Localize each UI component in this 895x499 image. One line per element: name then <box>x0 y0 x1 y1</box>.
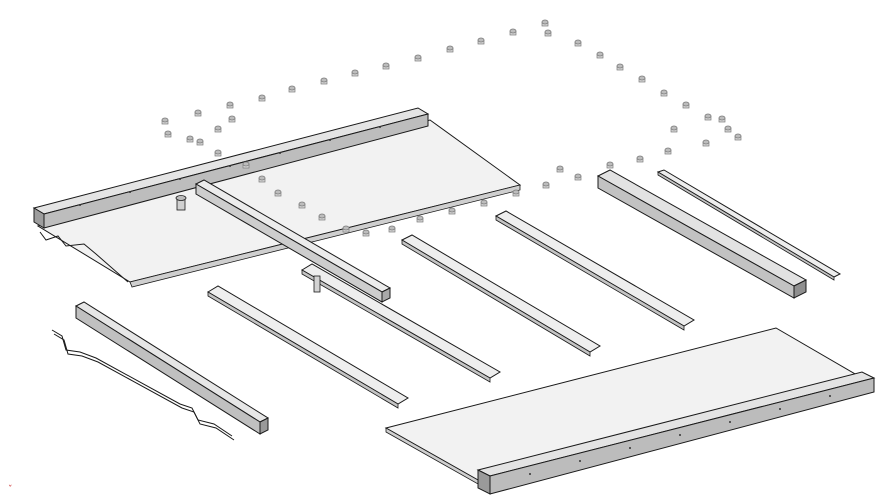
fastener-nut <box>414 54 422 62</box>
fastener-nut <box>242 161 250 169</box>
fastener-nut <box>542 181 550 189</box>
fastener-nut <box>196 138 204 146</box>
fastener-nut <box>164 130 172 138</box>
fastener-nut <box>214 125 222 133</box>
fastener-nut <box>351 69 359 77</box>
top-left-side-rail <box>32 107 430 229</box>
slat-with-bracket <box>301 263 501 383</box>
fastener-nut <box>512 189 520 197</box>
fastener-nut <box>161 117 169 125</box>
fastener-nut <box>596 51 604 59</box>
fastener-nut <box>670 125 678 133</box>
fastener-nut <box>480 199 488 207</box>
fastener-nut <box>660 89 668 97</box>
fastener-nut <box>318 213 326 221</box>
fastener-nut <box>446 45 454 53</box>
fastener-nut <box>214 149 222 157</box>
fastener-nut <box>382 62 390 70</box>
fastener-nut <box>362 229 370 237</box>
fastener-nut <box>288 85 296 93</box>
fastener-nut <box>636 155 644 163</box>
fastener-nut <box>574 39 582 47</box>
fastener-nut <box>226 101 234 109</box>
slat-front-left <box>207 285 409 409</box>
fastener-nut <box>664 147 672 155</box>
fastener-nut <box>574 173 582 181</box>
fastener-nut <box>342 225 350 233</box>
fastener-nut <box>388 225 396 233</box>
fastener-nut <box>724 125 732 133</box>
slat-middle <box>400 234 601 357</box>
slat-rear <box>494 210 695 331</box>
fastener-nut <box>186 135 194 143</box>
fastener-nut <box>194 109 202 117</box>
fastener-nut <box>228 115 236 123</box>
fastener-nut <box>298 201 306 209</box>
fastener-nut <box>606 161 614 169</box>
right-thin-strip <box>656 169 842 281</box>
fastener-set <box>161 19 742 237</box>
bottom-right-side-rail <box>476 371 876 495</box>
fastener-nut <box>320 77 328 85</box>
fastener-nut <box>702 139 710 147</box>
fastener-nut <box>258 94 266 102</box>
fastener-nut <box>541 19 549 27</box>
panel-bolt <box>175 195 187 211</box>
fastener-nut <box>258 175 266 183</box>
lower-left-bent-strip <box>51 329 235 441</box>
lower-left-rail <box>74 301 270 435</box>
fastener-nut <box>274 189 282 197</box>
fastener-nut <box>638 75 646 83</box>
fastener-nut <box>544 29 552 37</box>
right-channel-rail <box>596 169 808 299</box>
fastener-nut <box>704 113 712 121</box>
fastener-nut <box>556 165 564 173</box>
fastener-nut <box>734 133 742 141</box>
fastener-nut <box>682 101 690 109</box>
fastener-nut <box>416 215 424 223</box>
cross-beam-long <box>194 179 392 303</box>
fastener-nut <box>477 37 485 45</box>
corner-glyph: ˇ <box>8 485 13 495</box>
fastener-nut <box>718 115 726 123</box>
fastener-nut <box>616 63 624 71</box>
fastener-nut <box>509 28 517 36</box>
fastener-nut <box>448 207 456 215</box>
